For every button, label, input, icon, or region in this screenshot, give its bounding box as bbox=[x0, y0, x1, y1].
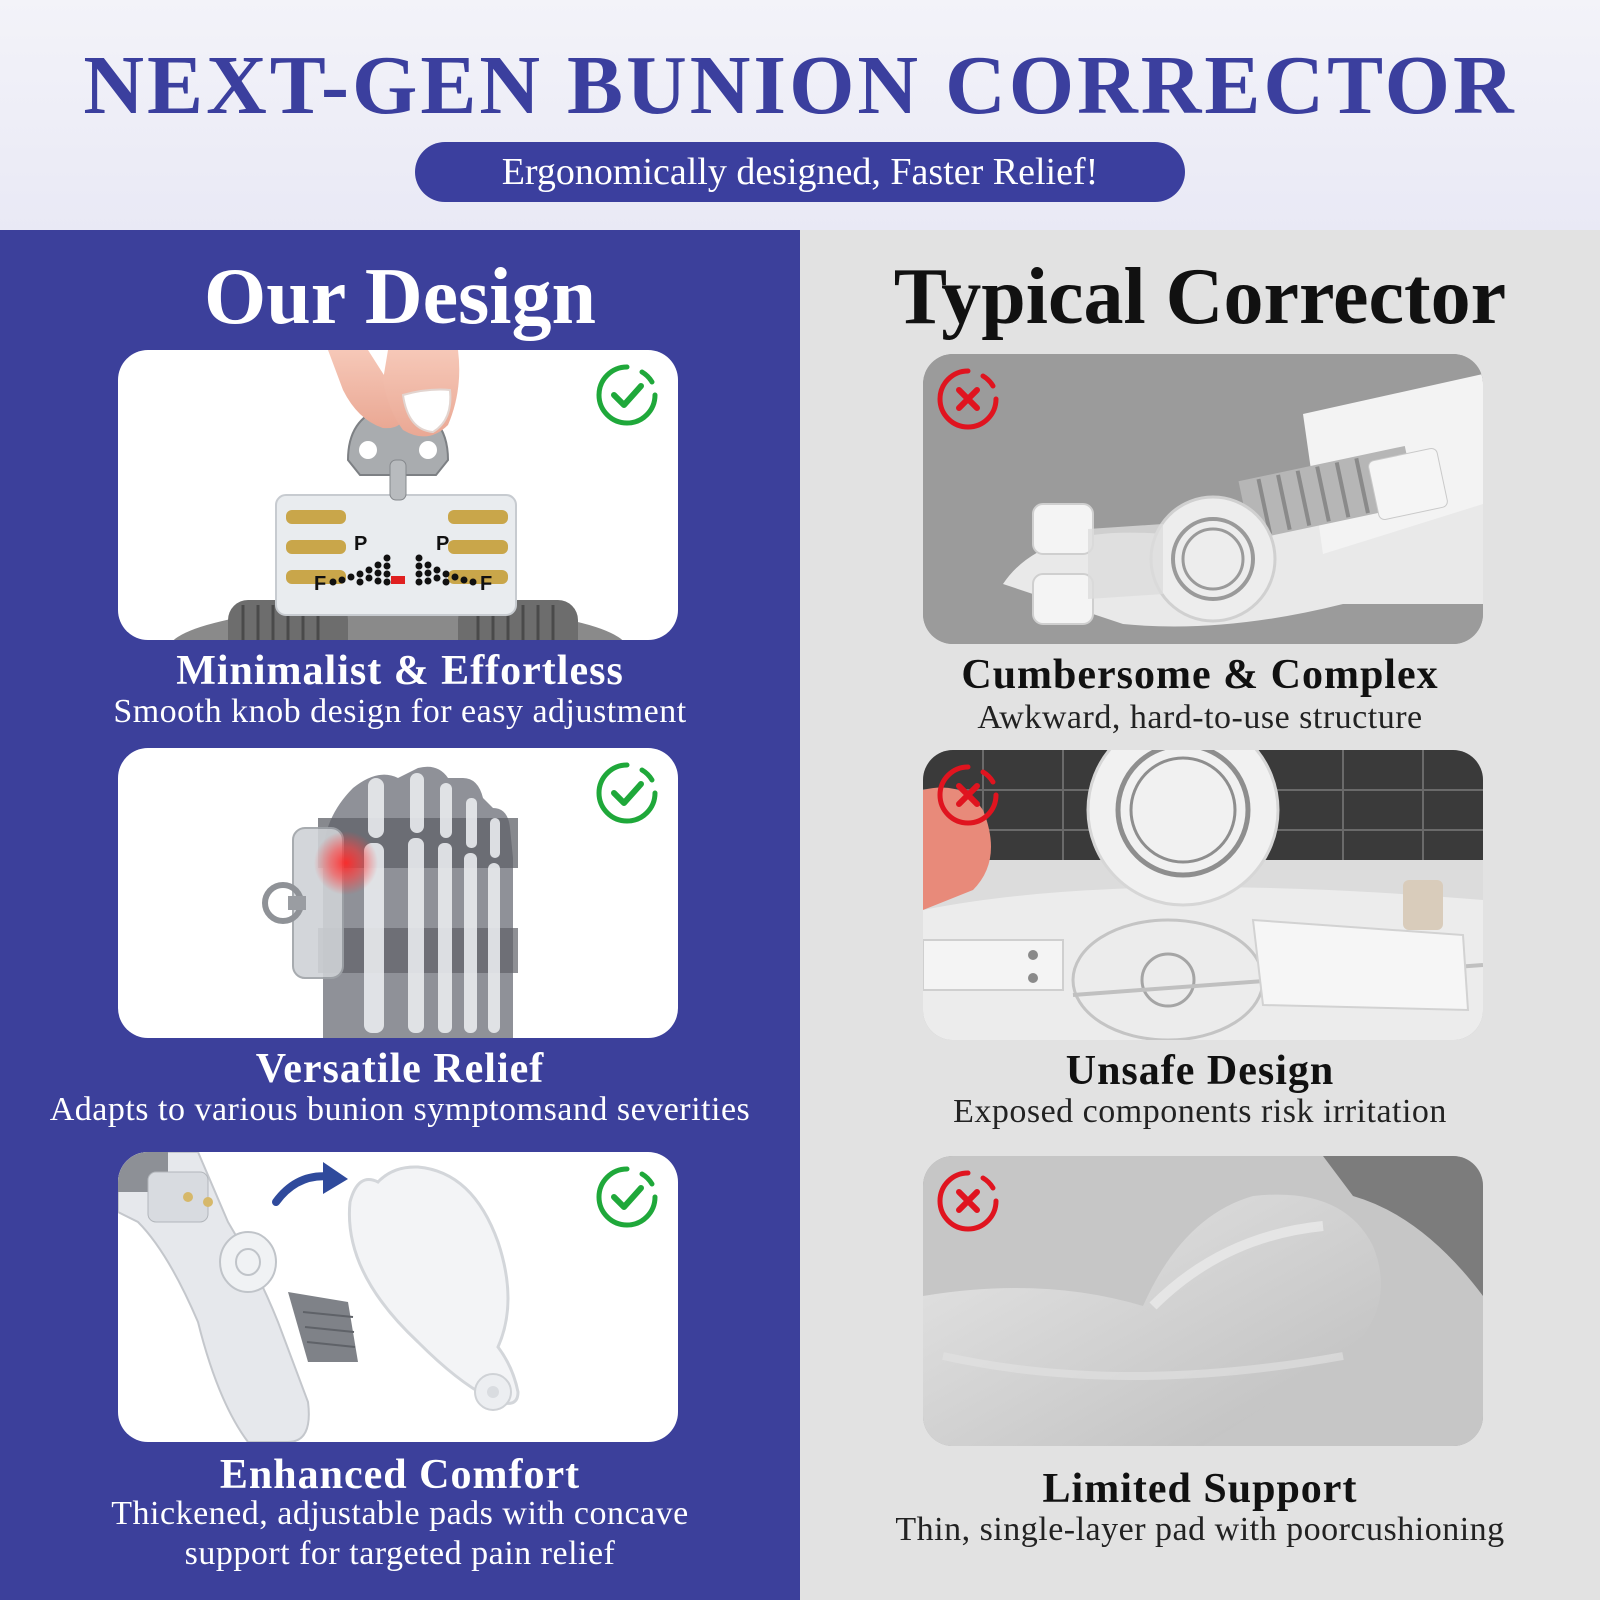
feature-title-versatile: Versatile Relief bbox=[255, 1046, 545, 1092]
our-design-column: Our Design bbox=[0, 230, 800, 1600]
feature-desc-versatile: Adapts to various bunion symptomsand sev… bbox=[49, 1091, 751, 1128]
header: NEXT-GEN BUNION CORRECTOR Ergonomically … bbox=[0, 0, 1600, 230]
knob-illustration: P P F F bbox=[173, 350, 623, 640]
pad-product-image bbox=[118, 1152, 678, 1442]
foot-xray-image bbox=[118, 748, 678, 1038]
feature-desc-comfort-line1: Thickened, adjustable pads with concave bbox=[111, 1495, 689, 1532]
feature-desc-minimalist: Smooth knob design for easy adjustment bbox=[113, 693, 687, 730]
cross-circle-icon bbox=[937, 368, 999, 430]
thin-pad-illustration bbox=[923, 1156, 1483, 1446]
bulky-splint-image bbox=[923, 354, 1483, 644]
page-title: NEXT-GEN BUNION CORRECTOR bbox=[83, 39, 1517, 132]
knob-product-image: P P F F bbox=[118, 350, 678, 640]
feature-title-minimalist: Minimalist & Effortless bbox=[176, 648, 624, 694]
check-circle-icon bbox=[596, 762, 658, 824]
dial-label-p-left: P bbox=[354, 533, 367, 555]
check-circle-icon bbox=[596, 1166, 658, 1228]
cross-circle-icon bbox=[937, 764, 999, 826]
feature-title-limited: Limited Support bbox=[1042, 1466, 1358, 1512]
feature-title-cumbersome: Cumbersome & Complex bbox=[961, 652, 1439, 698]
exposed-parts-image bbox=[923, 750, 1483, 1040]
feature-desc-unsafe: Exposed components risk irritation bbox=[953, 1093, 1447, 1130]
feature-title-unsafe: Unsafe Design bbox=[1065, 1048, 1335, 1094]
feature-desc-limited: Thin, single-layer pad with poorcushioni… bbox=[895, 1511, 1505, 1548]
foot-xray-illustration bbox=[262, 766, 518, 1038]
our-design-heading: Our Design bbox=[204, 253, 596, 341]
cross-circle-icon bbox=[937, 1170, 999, 1232]
dial-label-f-left: F bbox=[314, 573, 326, 595]
bulky-splint-illustration bbox=[923, 354, 1483, 644]
typical-corrector-column: Typical Corrector Cumbersome bbox=[800, 230, 1600, 1600]
check-circle-icon bbox=[596, 364, 658, 426]
feature-desc-comfort-line2: support for targeted pain relief bbox=[184, 1535, 616, 1572]
pad-illustration bbox=[118, 1152, 520, 1442]
dial-label-p-right: P bbox=[436, 533, 449, 555]
exposed-parts-illustration bbox=[923, 750, 1483, 1040]
subtitle-badge: Ergonomically designed, Faster Relief! bbox=[415, 142, 1185, 202]
thin-pad-image bbox=[923, 1156, 1483, 1446]
dial-label-f-right: F bbox=[480, 573, 492, 595]
feature-title-comfort: Enhanced Comfort bbox=[219, 1452, 581, 1498]
typical-corrector-heading: Typical Corrector bbox=[893, 253, 1507, 341]
feature-desc-cumbersome: Awkward, hard-to-use structure bbox=[977, 699, 1423, 736]
